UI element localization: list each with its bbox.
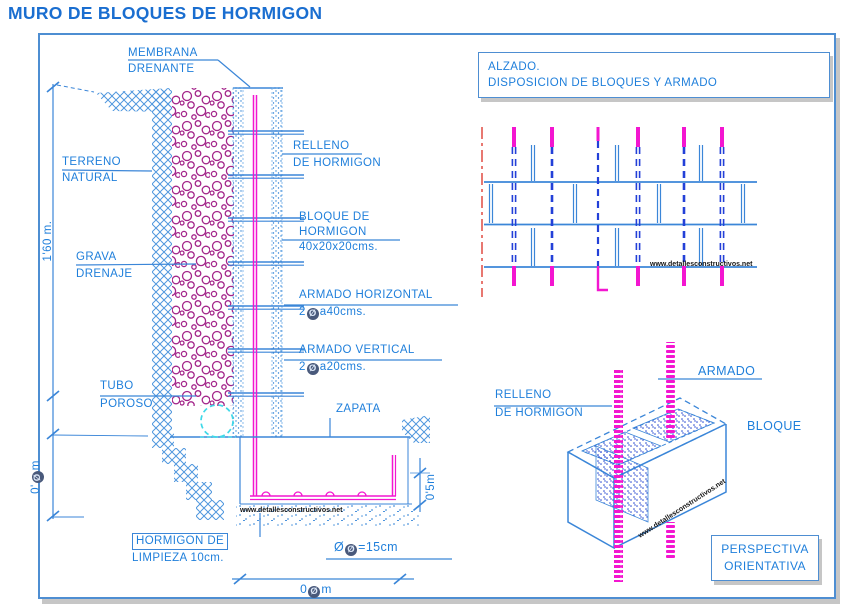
label-relleno-hormigon: RELLENO DE HORMIGON (293, 140, 382, 169)
ribbed-rebar-left (614, 368, 623, 582)
svg-text:www.detallesconstructivos.net: www.detallesconstructivos.net (636, 478, 727, 541)
label-tubo-poroso: TUBO POROSO (100, 380, 153, 410)
dim-footing-height: 0'5m (425, 473, 437, 501)
dim-wall-height: 1'60 m. (42, 220, 54, 262)
dim-lower-left: 0'Øm (30, 460, 44, 494)
diameter-chip: Ø (32, 471, 44, 484)
vertical-rebar (252, 95, 258, 496)
page-title: MURO DE BLOQUES DE HORMIGON (8, 3, 323, 23)
diameter-chip: Ø (308, 586, 321, 598)
svg-text:www.detallesconstructivos.net: www.detallesconstructivos.net (649, 261, 753, 268)
label-terreno-natural: TERRENO NATURAL (62, 156, 122, 184)
label-bloque-hormigon: BLOQUE DE HORMIGON 40x20x20cms. (299, 211, 378, 253)
elevation-view (481, 127, 757, 297)
ribbed-rebar-right-upper (666, 342, 675, 438)
label-hormigon-limpieza: HORMIGON DE LIMPIEZA 10cm. (132, 533, 229, 565)
gravel-drain-fill (172, 88, 234, 406)
diameter-chip: Ø (306, 363, 319, 375)
perspective-view (494, 342, 762, 582)
svg-text:www.detallesconstructivos.net: www.detallesconstructivos.net (239, 507, 343, 514)
ribbed-rebar-right-lower (666, 522, 675, 558)
block-joints (488, 145, 746, 266)
label-persp-armado: ARMADO (698, 364, 756, 378)
diameter-chip: Ø (306, 308, 319, 320)
porous-pipe-circle (200, 404, 236, 438)
label-zapata: ZAPATA (336, 403, 381, 415)
alzado-title-box: ALZADO. DISPOSICION DE BLOQUES Y ARMADO (478, 52, 830, 98)
perspectiva-caption-box: PERSPECTIVA ORIENTATIVA (711, 535, 819, 581)
label-persp-relleno: RELLENO DE HORMIGON (495, 389, 584, 419)
label-persp-bloque: BLOQUE (747, 419, 802, 433)
elevation-rebar (511, 127, 725, 292)
label-grava-drenaje: GRAVA DRENAJE (76, 251, 133, 280)
terrain-hatch (96, 88, 430, 520)
perspective-leaders (494, 378, 762, 407)
footing-rebar (250, 455, 397, 501)
dimension-lines (46, 81, 430, 585)
label-leaders (61, 59, 458, 560)
diameter-chip: Ø (345, 544, 358, 556)
label-membrana-drenante: MEMBRANA DRENANTE (128, 47, 198, 75)
lean-concrete-layer (236, 505, 420, 527)
